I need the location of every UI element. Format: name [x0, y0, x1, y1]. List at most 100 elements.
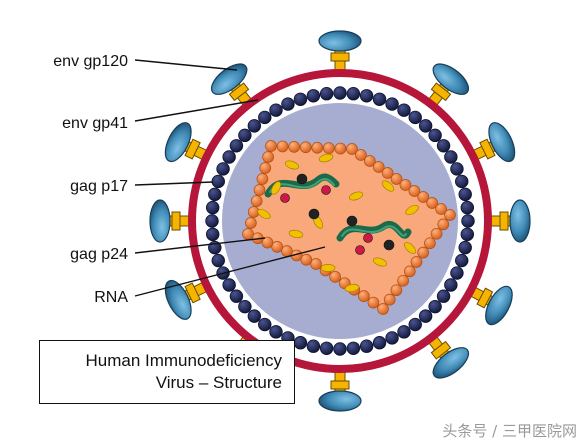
p17-bead — [293, 336, 308, 350]
p24-bead — [299, 141, 312, 154]
p24-bead — [390, 284, 403, 297]
yellow-capsule — [318, 153, 334, 163]
enzyme-dot-dark — [296, 173, 308, 185]
p17-bead — [229, 289, 244, 303]
leader-line — [134, 237, 266, 254]
p17-bead — [359, 89, 374, 103]
leader-line — [134, 99, 259, 122]
p24-bead — [408, 185, 421, 197]
p24-bead — [363, 155, 376, 167]
p17-bead — [461, 214, 475, 228]
yellow-capsule — [320, 264, 336, 272]
p17-bead — [372, 336, 387, 350]
yellow-capsule — [257, 208, 271, 220]
yellow-capsule — [404, 242, 416, 254]
yellow-capsule — [405, 204, 419, 216]
gp120-cap — [509, 199, 531, 243]
p17-bead — [460, 200, 474, 215]
p17-bead — [229, 139, 244, 153]
gag-p24-capsid-beads — [242, 140, 456, 315]
gp41-stalk — [330, 52, 350, 62]
p24-bead — [253, 184, 266, 196]
p17-bead — [258, 317, 272, 332]
p17-bead — [216, 162, 230, 176]
p24-bead — [444, 209, 456, 221]
leader-line — [134, 246, 326, 297]
p24-bead — [256, 173, 269, 185]
p17-bead — [436, 289, 451, 303]
p17-bead — [418, 119, 433, 133]
p24-bead — [417, 191, 430, 203]
title-line-1: Human Immunodeficiency — [85, 351, 282, 370]
p17-bead — [346, 341, 361, 355]
leader-line — [134, 181, 214, 186]
p24-bead — [261, 236, 274, 249]
p24-bead — [259, 162, 272, 174]
yellow-capsule — [344, 283, 360, 293]
label-group: env gp120 env gp41 gag p17 gag p24 RNA — [53, 53, 326, 306]
gp41-stalk — [430, 82, 452, 102]
enzyme-dot-red — [280, 193, 290, 203]
p17-bead — [455, 174, 469, 189]
p17-bead — [346, 87, 361, 101]
p24-bead — [271, 241, 283, 253]
p24-bead — [323, 142, 335, 154]
p17-bead — [397, 325, 411, 339]
label-gag-p17: gag p17 — [70, 178, 128, 195]
p24-bead — [399, 179, 412, 191]
p17-bead — [206, 227, 220, 242]
p24-bead — [390, 173, 403, 185]
p24-bead — [367, 296, 380, 309]
p17-bead — [372, 92, 387, 106]
label-rna: RNA — [94, 289, 128, 306]
p24-bead — [424, 237, 436, 250]
p24-bead — [430, 227, 443, 240]
p17-bead — [258, 110, 272, 125]
p17-bead — [247, 309, 262, 323]
p17-bead — [333, 342, 347, 356]
gp41-stalk — [171, 211, 181, 231]
p17-bead — [458, 187, 472, 202]
p17-bead — [455, 253, 469, 268]
p17-bead — [269, 103, 283, 117]
p17-bead — [428, 128, 442, 143]
rna-strand — [341, 225, 407, 237]
enzyme-dot-red — [355, 245, 365, 255]
p17-bead — [444, 278, 458, 292]
gp120-cap — [318, 390, 362, 412]
p17-bead — [436, 139, 451, 153]
label-env-gp120: env gp120 — [53, 53, 128, 70]
gp41-stalk — [330, 380, 350, 390]
p24-bead — [417, 246, 430, 259]
enzyme-dot-red — [321, 185, 331, 195]
p24-bead — [262, 151, 274, 163]
p17-bead — [306, 89, 321, 103]
yellow-capsule — [381, 180, 395, 192]
gp41-stalk — [184, 282, 201, 304]
p17-bead — [385, 97, 399, 111]
gp120-cap — [485, 285, 513, 326]
gp120-cap — [432, 347, 470, 379]
p17-bead — [319, 87, 334, 101]
p24-bead — [276, 140, 289, 153]
gp120-cap — [432, 63, 470, 95]
p17-bead — [408, 317, 422, 332]
enzyme-dot-dark — [383, 239, 395, 251]
p17-bead — [306, 339, 321, 353]
p17-bead — [397, 103, 411, 117]
gp41-stalk — [184, 138, 201, 160]
p17-bead — [222, 278, 236, 292]
gp120-cap — [164, 122, 192, 163]
capsid-contents — [257, 153, 419, 293]
p17-bead — [408, 110, 422, 125]
watermark: 头条号 / 三甲医院网 — [442, 422, 577, 440]
p24-bead — [383, 293, 396, 306]
p24-bead — [437, 218, 450, 231]
gp41-stalk — [476, 287, 494, 309]
p24-bead — [358, 290, 370, 302]
p17-bead — [458, 240, 472, 255]
p24-bead — [397, 274, 409, 287]
p24-bead — [410, 256, 423, 268]
gp120-cap — [149, 199, 171, 243]
